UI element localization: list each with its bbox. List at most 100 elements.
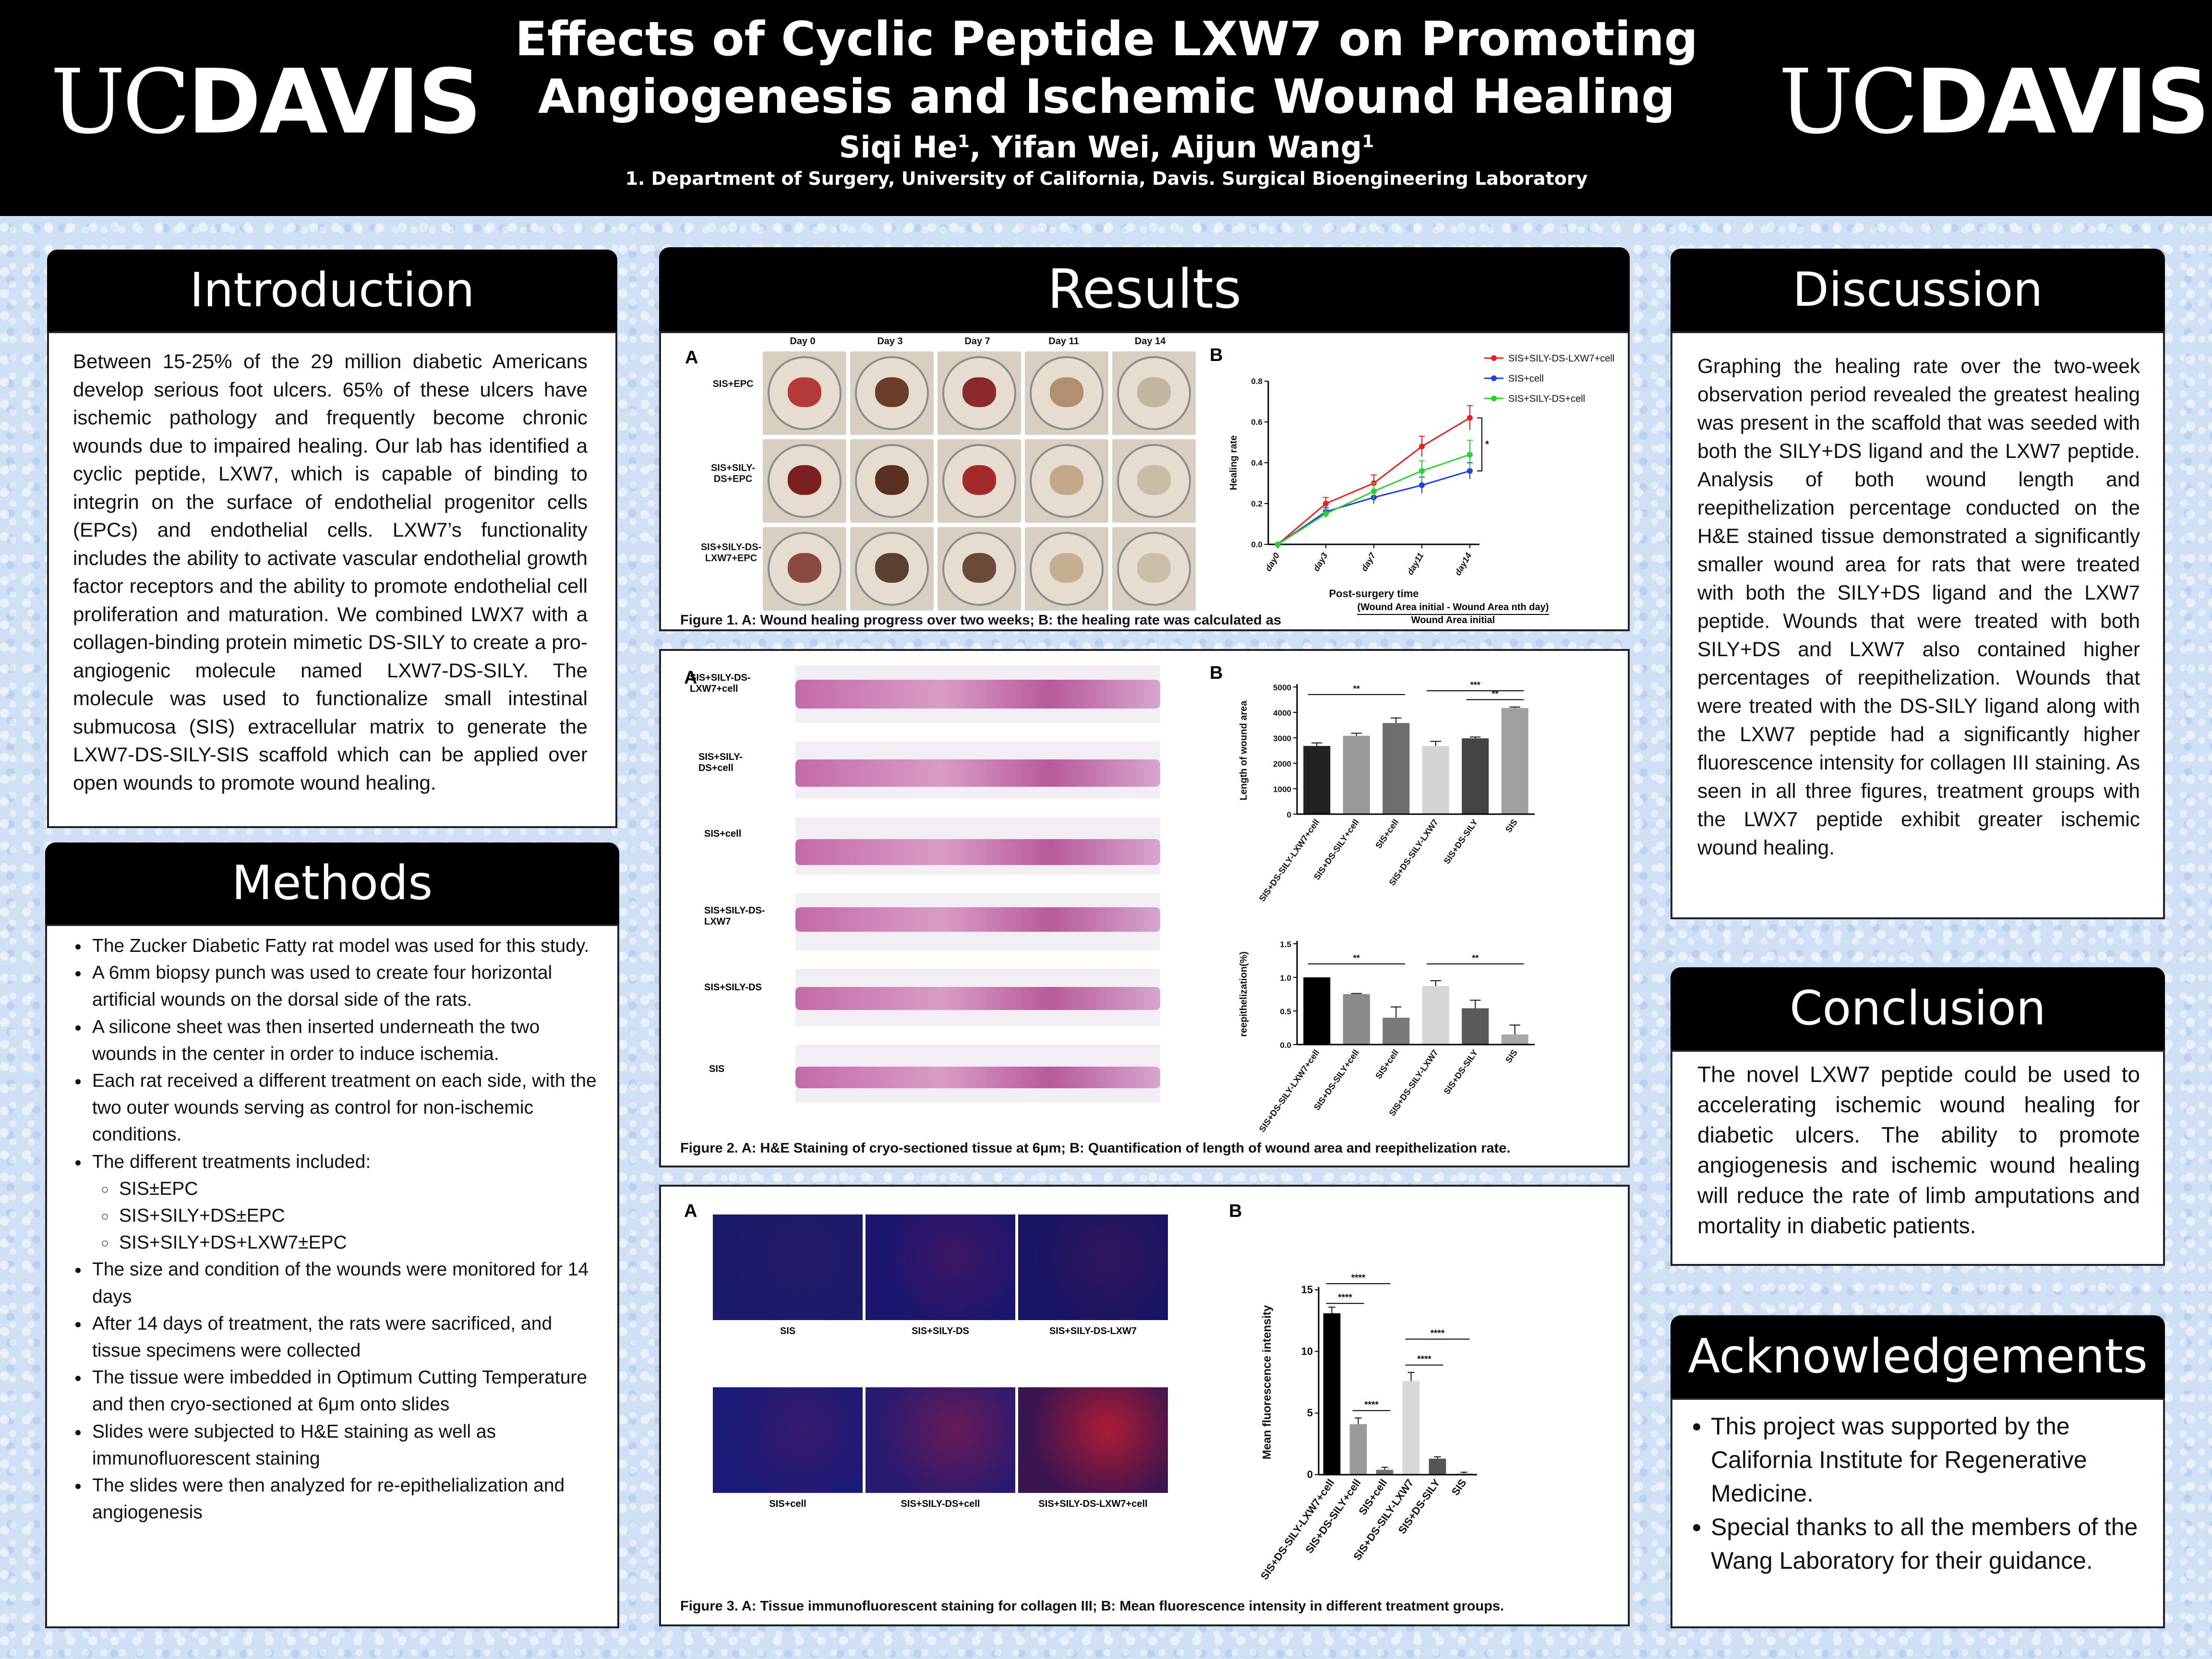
wound-area (875, 377, 909, 407)
y-tick-label: 3000 (1273, 734, 1291, 743)
row-label: SIS+SILY-DS+cell (698, 752, 743, 773)
panel-label: SIS+cell (769, 1499, 806, 1509)
authors: Siqi He1, Yifan Wei, Aijun Wang1 (839, 130, 1374, 165)
bar (1376, 1469, 1394, 1475)
wound-area (788, 377, 821, 407)
acknowledgements-heading: Acknowledgements (1671, 1315, 2165, 1398)
data-point (1323, 501, 1329, 506)
category-label: SIS (1449, 1477, 1469, 1498)
row-label: SIS+SILY-DS-LXW7 (704, 905, 765, 927)
wound-area (875, 465, 909, 495)
row-label: SIS (709, 1064, 725, 1074)
data-point (1419, 444, 1425, 449)
wound-area (1137, 465, 1171, 495)
conclusion-panel: The novel LXW7 peptide could be used to … (1671, 1050, 2165, 1266)
bar (1501, 708, 1528, 814)
data-point (1467, 452, 1473, 457)
wound-photo (763, 439, 846, 523)
wound-area (962, 377, 996, 407)
list-item: SIS+SILY+DS±EPC (116, 1202, 598, 1229)
significance-mark: ** (1353, 684, 1360, 694)
conclusion-text: The novel LXW7 peptide could be used to … (1697, 1062, 2140, 1238)
bar (1303, 745, 1331, 814)
wound-area (1050, 553, 1083, 583)
healing-formula: (Wound Area initial - Wound Area nth day… (1357, 602, 1549, 625)
day-label: Day 7 (964, 336, 990, 347)
methods-heading: Methods (45, 842, 619, 924)
tissue-band (795, 907, 1160, 932)
list-item: The Zucker Diabetic Fatty rat model was … (89, 933, 598, 960)
wound-area (788, 553, 821, 583)
significance-mark: ** (1472, 953, 1479, 963)
ucdavis-logo-left: UCDAVIS (50, 50, 482, 154)
wound-photo (850, 351, 934, 435)
x-tick-label: day14 (1453, 551, 1474, 577)
wound-photo (1025, 351, 1108, 435)
bar (1402, 1381, 1420, 1475)
panel-label: SIS+SILY-DS-LXW7 (1049, 1326, 1137, 1336)
category-label: SIS+cell (1373, 1048, 1400, 1081)
wound-photo (938, 351, 1021, 435)
y-tick-label: 10 (1301, 1345, 1313, 1357)
category-label: SIS+DS-SILY (1442, 1048, 1480, 1096)
if-image (713, 1214, 863, 1320)
if-image (713, 1387, 863, 1493)
tissue-band (795, 1067, 1160, 1088)
category-label: SIS+cell (1373, 817, 1400, 850)
he-section-image (795, 741, 1160, 799)
poster-header: UCDAVIS Effects of Cyclic Peptide LXW7 o… (0, 0, 2212, 216)
fig3-caption: Figure 3. A: Tissue immunofluorescent st… (680, 1599, 1504, 1614)
list-item: Special thanks to all the members of the… (1711, 1510, 2149, 1577)
methods-panel: The Zucker Diabetic Fatty rat model was … (45, 924, 619, 1628)
wound-photo (1112, 439, 1196, 523)
acknowledgements-list: This project was supported by the Califo… (1677, 1409, 2149, 1577)
panel-label: SIS+SILY-DS (912, 1326, 969, 1336)
data-point (1419, 468, 1425, 474)
acknowledgements-panel: This project was supported by the Califo… (1671, 1398, 2165, 1628)
data-point (1419, 482, 1425, 488)
row-label: SIS+SILY-DS+EPC (710, 463, 756, 484)
wound-photo (763, 527, 846, 611)
legend-label: SIS+cell (1508, 373, 1544, 384)
y-tick-label: 0 (1287, 810, 1291, 819)
day-label: Day 3 (877, 336, 903, 347)
wound-ring (1030, 532, 1104, 606)
significance-mark: **** (1364, 1400, 1379, 1410)
y-tick-label: 0 (1307, 1468, 1313, 1480)
y-tick-label: 0.0 (1280, 1041, 1291, 1050)
wound-photo (850, 439, 934, 523)
panel-label: SIS (780, 1326, 796, 1336)
row-label: SIS+SILY-DS-LXW7+cell (690, 673, 751, 694)
y-tick-label: 0.0 (1251, 540, 1262, 549)
data-point (1467, 415, 1473, 421)
x-tick-label: day0 (1263, 551, 1282, 573)
bar (1422, 986, 1449, 1045)
list-item: The slides were then analyzed for re-epi… (89, 1472, 598, 1526)
category-label: SIS+DS-SILY-LXW7+cell (1257, 817, 1322, 903)
x-tick-label: day7 (1359, 551, 1378, 573)
significance-mark: **** (1431, 1329, 1445, 1339)
y-tick-label: 0.6 (1251, 418, 1262, 427)
day-label: Day 14 (1134, 336, 1166, 347)
category-label: SIS+DS-SILY-LXW7+cell (1257, 1048, 1322, 1134)
y-tick-label: 0.5 (1280, 1007, 1291, 1016)
fig1-letter-b: B (1210, 345, 1223, 365)
wound-area (875, 553, 909, 583)
row-label: SIS+EPC (712, 379, 754, 389)
treatment-sublist: SIS±EPC SIS+SILY+DS±EPC SIS+SILY+DS+LXW7… (92, 1176, 598, 1257)
panel-label: SIS+SILY-DS+cell (901, 1499, 980, 1509)
y-tick-label: 1000 (1273, 785, 1291, 794)
row-label: SIS+SILY-DS (704, 982, 762, 993)
conclusion-heading: Conclusion (1671, 967, 2165, 1050)
bar (1343, 994, 1370, 1045)
he-section-image (795, 665, 1160, 723)
category-label: SIS (1503, 817, 1519, 834)
bar (1462, 738, 1489, 814)
data-point (1467, 468, 1473, 474)
list-item: SIS±EPC (116, 1176, 598, 1202)
